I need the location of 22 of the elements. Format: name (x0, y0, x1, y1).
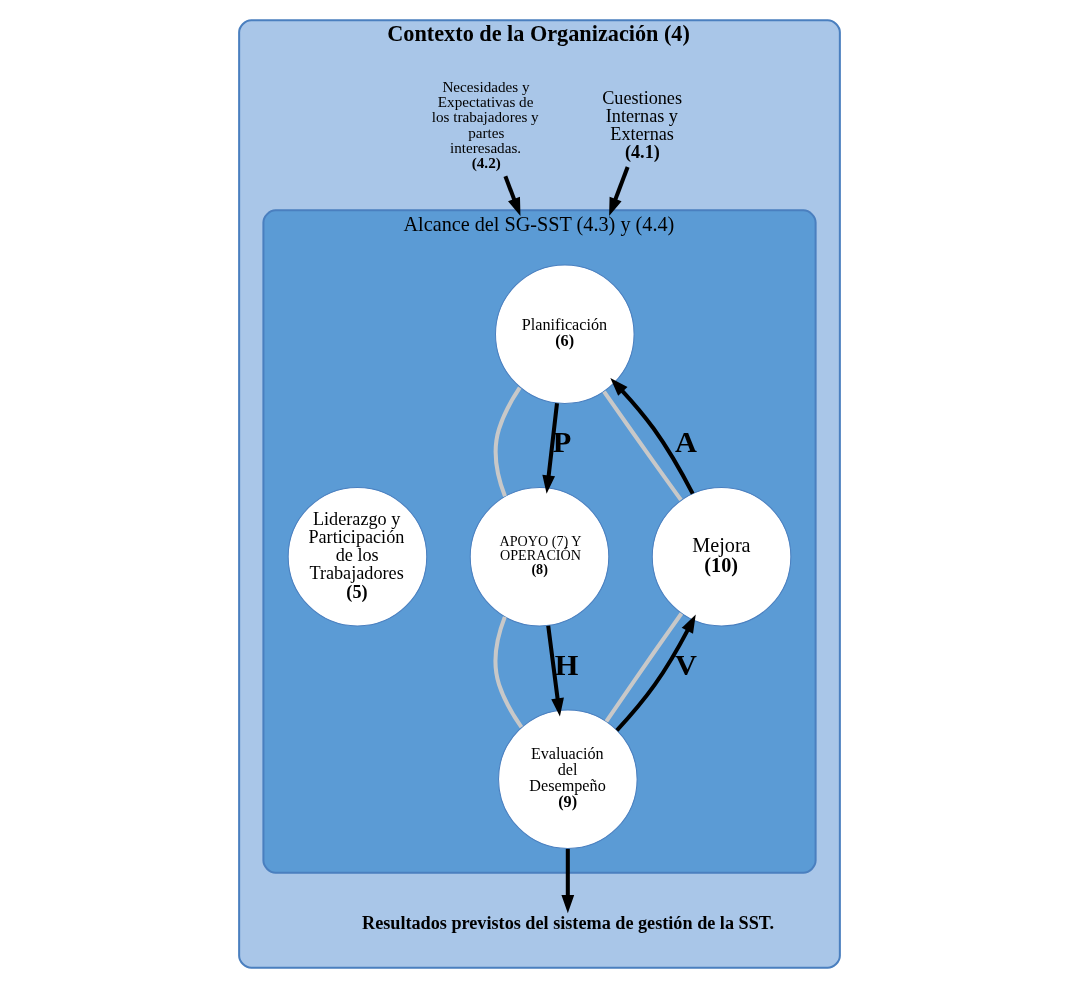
connector (604, 612, 683, 723)
node-text: Resultados previstos del sistema de gestión de la SST. (361, 912, 774, 933)
connector (493, 386, 521, 497)
edge-label: V (674, 647, 697, 682)
edge-label: A (674, 425, 697, 460)
connector (601, 390, 683, 502)
edge-label: H (554, 647, 578, 682)
arrow (545, 625, 564, 717)
node-text: Necesidades y Expectativas de los trabajadores y partes interesadas. (4.2) (431, 78, 539, 171)
arrow (541, 402, 559, 494)
node-circle: Liderazgo y Participación de los Trabajadores (5) (287, 486, 427, 627)
arrow (502, 175, 520, 217)
node-circle: APOYO (7) Y OPERACIÓN (8) (469, 486, 609, 627)
arrow (560, 848, 574, 914)
arrow (609, 378, 694, 495)
arrow (614, 614, 696, 732)
arrow (608, 166, 630, 217)
node-circle: Planificación (6) (494, 264, 635, 404)
connector (492, 616, 523, 729)
node-circle: Evaluación del Desempeño (9) (497, 709, 638, 849)
node-circle: Mejora (10) (651, 486, 791, 627)
node-text: Cuestiones Internas y Externas (4.1) (601, 87, 682, 163)
